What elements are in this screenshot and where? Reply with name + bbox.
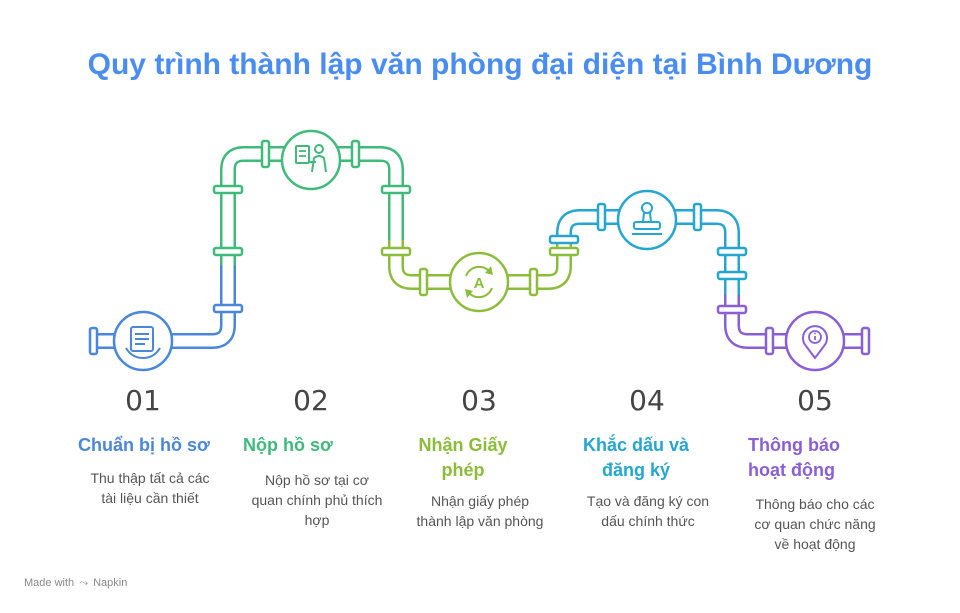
step-5-description: Thông báo cho các cơ quan chức năng về h… [735, 494, 895, 554]
step-1-title-line: Chuẩn bị hồ sơ [78, 435, 210, 455]
info-pin-icon [784, 310, 846, 372]
step-5-desc-line: Thông báo cho các [755, 496, 875, 512]
step-1-description: Thu thập tất cả các tài liệu cần thiết [70, 468, 230, 508]
document-hand-icon [112, 310, 174, 372]
step-4-title: Khắc dấu và đăng ký [576, 433, 696, 483]
page-title: Quy trình thành lập văn phòng đại diện t… [87, 48, 873, 81]
pipe-couplings [88, 139, 871, 356]
napkin-logo-icon: ⤳ [79, 577, 89, 589]
step-5-title-line: hoạt động [748, 460, 835, 480]
step-3-number: 03 [461, 384, 497, 417]
step-5-desc-line: cơ quan chức năng [754, 516, 876, 532]
step-2-title: Nộp hồ sơ [243, 433, 403, 458]
pipe-segment-1 [92, 265, 236, 349]
step-4-title-line: đăng ký [601, 460, 671, 480]
step-5-title: Thông báo hoạt động [748, 433, 868, 483]
step-3-title-line: Nhận Giấy [418, 435, 508, 455]
step-2-description: Nộp hồ sơ tại cơ quan chính phủ thích hợ… [237, 470, 397, 530]
step-4-description: Tạo và đăng ký con dấu chính thức [566, 491, 730, 531]
refresh-letter-icon: A [448, 251, 510, 313]
submit-person-icon [280, 129, 342, 191]
step-2-desc-line: hợp [304, 512, 330, 528]
step-3-desc-line: Nhận giấy phép [430, 493, 530, 509]
pipe-segment-5 [724, 295, 868, 349]
step-5-desc-line: về hoạt động [774, 536, 856, 552]
step-4-title-line: Khắc dấu và [582, 435, 690, 455]
step-1-desc-line: tài liệu cần thiết [101, 490, 199, 506]
step-2-desc-line: quan chính phủ thích [251, 492, 383, 508]
step-4-desc-line: Tạo và đăng ký con [586, 493, 710, 509]
step-4-desc-line: dấu chính thức [601, 513, 695, 529]
step-1-number: 01 [125, 384, 161, 417]
footer-brand: Napkin [93, 577, 128, 589]
footer-prefix: Made with [24, 577, 75, 589]
step-2-title-line: Nộp hồ sơ [243, 435, 333, 455]
step-4-number: 04 [629, 384, 665, 417]
step-3-desc-line: thành lập văn phòng [416, 513, 544, 529]
stamp-icon [616, 189, 678, 251]
step-5-title-line: Thông báo [748, 435, 840, 455]
step-1-desc-line: Thu thập tất cả các [90, 470, 210, 486]
step-1-title: Chuẩn bị hồ sơ [78, 433, 238, 458]
step-3-title-line: phép [441, 460, 485, 480]
step-3-title: Nhận Giấy phép [408, 433, 518, 483]
step-5-number: 05 [797, 384, 833, 417]
step-2-desc-line: Nộp hồ sơ tại cơ [265, 472, 369, 488]
step-2-number: 02 [293, 384, 329, 417]
svg-text:A: A [474, 275, 485, 292]
step-3-description: Nhận giấy phép thành lập văn phòng [400, 491, 560, 531]
made-with-footer: Made with ⤳ Napkin [24, 577, 127, 590]
